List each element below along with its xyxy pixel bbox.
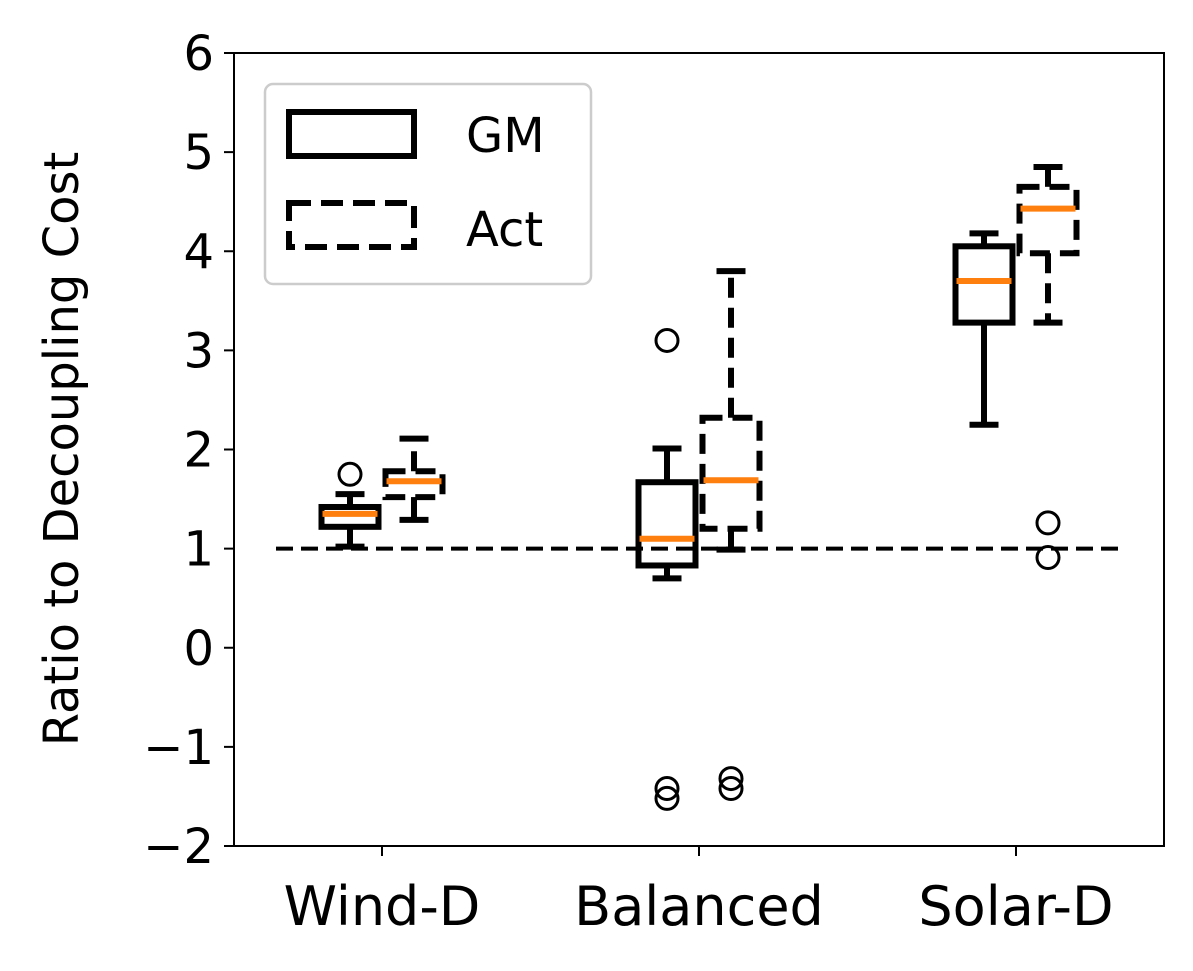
y-tick-label: 6 — [183, 26, 214, 82]
legend-frame — [263, 82, 593, 286]
box-gm-wind-d — [318, 461, 382, 550]
y-tick-label: 4 — [183, 224, 214, 280]
outlier-point — [654, 776, 680, 802]
legend: GM Act — [263, 82, 593, 286]
legend-swatch-gm — [286, 109, 417, 159]
y-tick-label: −1 — [143, 720, 214, 776]
y-tick-label: −2 — [143, 819, 214, 875]
x-tick-label: Balanced — [574, 875, 824, 938]
legend-label-gm: GM — [466, 108, 545, 164]
box-act-wind-d — [382, 435, 446, 523]
outlier-point — [1035, 510, 1061, 536]
box-iqr — [382, 468, 446, 501]
outlier-point — [718, 766, 744, 792]
x-tick-label: Solar-D — [918, 875, 1113, 938]
legend-swatch-act — [286, 200, 417, 250]
outlier-point — [654, 327, 680, 353]
outlier-point — [718, 776, 744, 802]
x-tick-label: Wind-D — [284, 875, 481, 938]
y-tick-label: 5 — [183, 125, 214, 181]
outlier-point — [654, 785, 680, 811]
box-gm-balanced — [635, 327, 699, 811]
y-tick-label: 1 — [183, 522, 214, 578]
box-act-solar-d — [1016, 163, 1080, 571]
box-act-balanced — [699, 268, 763, 802]
y-tick-label: 2 — [183, 423, 214, 479]
outlier-point — [1035, 545, 1061, 571]
legend-label-act: Act — [466, 202, 543, 258]
y-axis-label: Ratio to Decoupling Cost — [34, 152, 90, 747]
y-tick-label: 0 — [183, 621, 214, 677]
outlier-point — [337, 461, 363, 487]
plot-area — [276, 163, 1122, 811]
box-gm-solar-d — [952, 230, 1016, 428]
y-tick-label: 3 — [183, 323, 214, 379]
